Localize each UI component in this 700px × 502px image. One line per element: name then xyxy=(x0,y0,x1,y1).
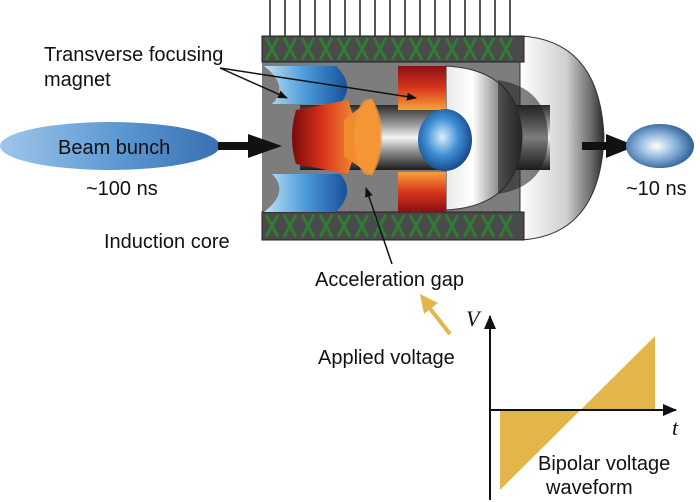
focusing-magnet-right-bottom xyxy=(398,172,446,212)
induction-core-bottom xyxy=(261,211,525,241)
label-pulse-out: ~10 ns xyxy=(626,178,687,200)
leader-acceleration-gap xyxy=(365,187,393,265)
label-beam-bunch: Beam bunch xyxy=(58,137,170,159)
beam-arrow-out xyxy=(582,134,636,158)
leader-magnet-right xyxy=(219,67,417,101)
gap-electrode xyxy=(418,109,472,171)
drift-tube-face xyxy=(354,99,382,175)
waveform-fill xyxy=(500,336,655,490)
bipolar-waveform-plot: V t xyxy=(466,306,679,500)
end-dome xyxy=(519,35,605,241)
drift-tube xyxy=(292,100,360,174)
label-applied-voltage: Applied voltage xyxy=(318,347,455,369)
applied-voltage-arrow xyxy=(420,294,452,336)
beam-arrow-in xyxy=(218,134,282,158)
axis-t-label: t xyxy=(672,415,679,440)
label-acceleration-gap: Acceleration gap xyxy=(315,269,464,291)
focusing-magnet-right-top xyxy=(398,66,446,110)
beam-bunch-input xyxy=(0,122,220,170)
induction-core-top xyxy=(261,35,525,63)
label-magnet-line1: Transverse focusing xyxy=(44,44,223,66)
focusing-magnet-left-bottom xyxy=(264,174,348,212)
label-magnet-line2: magnet xyxy=(44,69,111,91)
second-disk xyxy=(498,80,548,194)
label-induction-core: Induction core xyxy=(104,231,230,253)
winding-leads xyxy=(269,0,511,36)
beam-bunch-output xyxy=(626,124,694,168)
label-waveform-line1: Bipolar voltage xyxy=(538,453,670,475)
label-pulse-in: ~100 ns xyxy=(86,178,158,200)
leader-magnet-left xyxy=(219,67,288,99)
axis-v-label: V xyxy=(466,306,482,331)
label-waveform-line2: waveform xyxy=(545,477,633,499)
